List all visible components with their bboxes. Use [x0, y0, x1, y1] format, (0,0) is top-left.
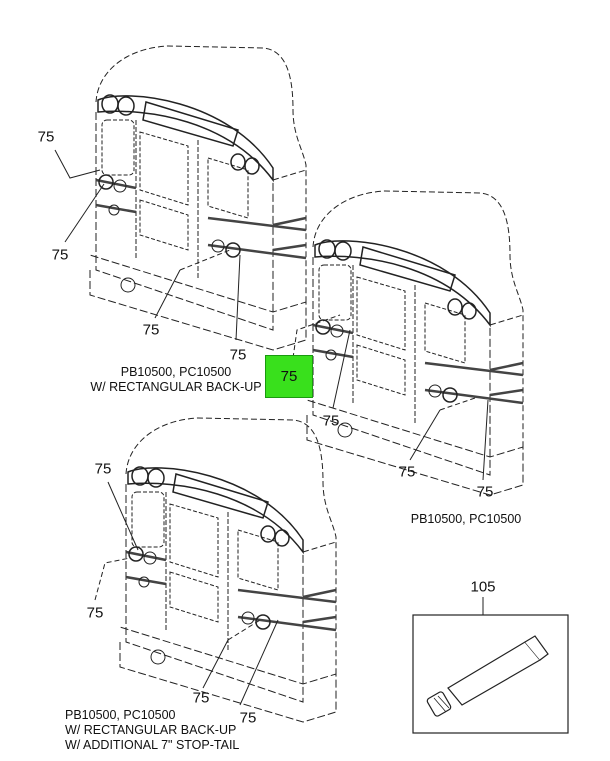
caption-view-2: PB10500, PC10500 [390, 512, 542, 527]
leader-lines-view-2 [292, 314, 489, 481]
callout-75[interactable]: 75 [94, 460, 112, 478]
caption-view-1: PB10500, PC10500 W/ RECTANGULAR BACK-UP [58, 365, 294, 395]
callout-75[interactable]: 75 [86, 604, 104, 622]
callout-75[interactable]: 75 [37, 128, 55, 146]
callout-75[interactable]: 75 [142, 321, 160, 339]
caption-line: PB10500, PC10500 [120, 365, 232, 379]
caption-view-3: PB10500, PC10500 W/ RECTANGULAR BACK-UP … [65, 708, 239, 753]
callout-105[interactable]: 105 [470, 578, 496, 596]
bus-rear-view-2 [305, 189, 525, 497]
caption-line: PB10500, PC10500 [410, 512, 522, 526]
leader-lines-view-3 [94, 481, 279, 706]
callout-label: 75 [280, 368, 298, 385]
callout-75[interactable]: 75 [476, 483, 494, 501]
callout-75[interactable]: 75 [51, 246, 69, 264]
caption-line: W/ RECTANGULAR BACK-UP [90, 380, 262, 394]
caption-line: W/ ADDITIONAL 7" STOP-TAIL [65, 738, 240, 752]
callout-75[interactable]: 75 [192, 689, 210, 707]
caption-line: PB10500, PC10500 [65, 708, 176, 722]
callout-75[interactable]: 75 [322, 412, 340, 430]
callout-75[interactable]: 75 [229, 346, 247, 364]
bus-rear-view-1 [88, 44, 308, 352]
caption-line: W/ RECTANGULAR BACK-UP [65, 723, 237, 737]
callout-75[interactable]: 75 [239, 709, 257, 727]
highlighted-callout-75[interactable]: 75 [265, 355, 313, 398]
leader-lines-view-1 [54, 149, 241, 341]
sealant-tube-icon [426, 635, 549, 717]
callout-75[interactable]: 75 [398, 463, 416, 481]
bus-rear-view-3 [118, 416, 338, 724]
